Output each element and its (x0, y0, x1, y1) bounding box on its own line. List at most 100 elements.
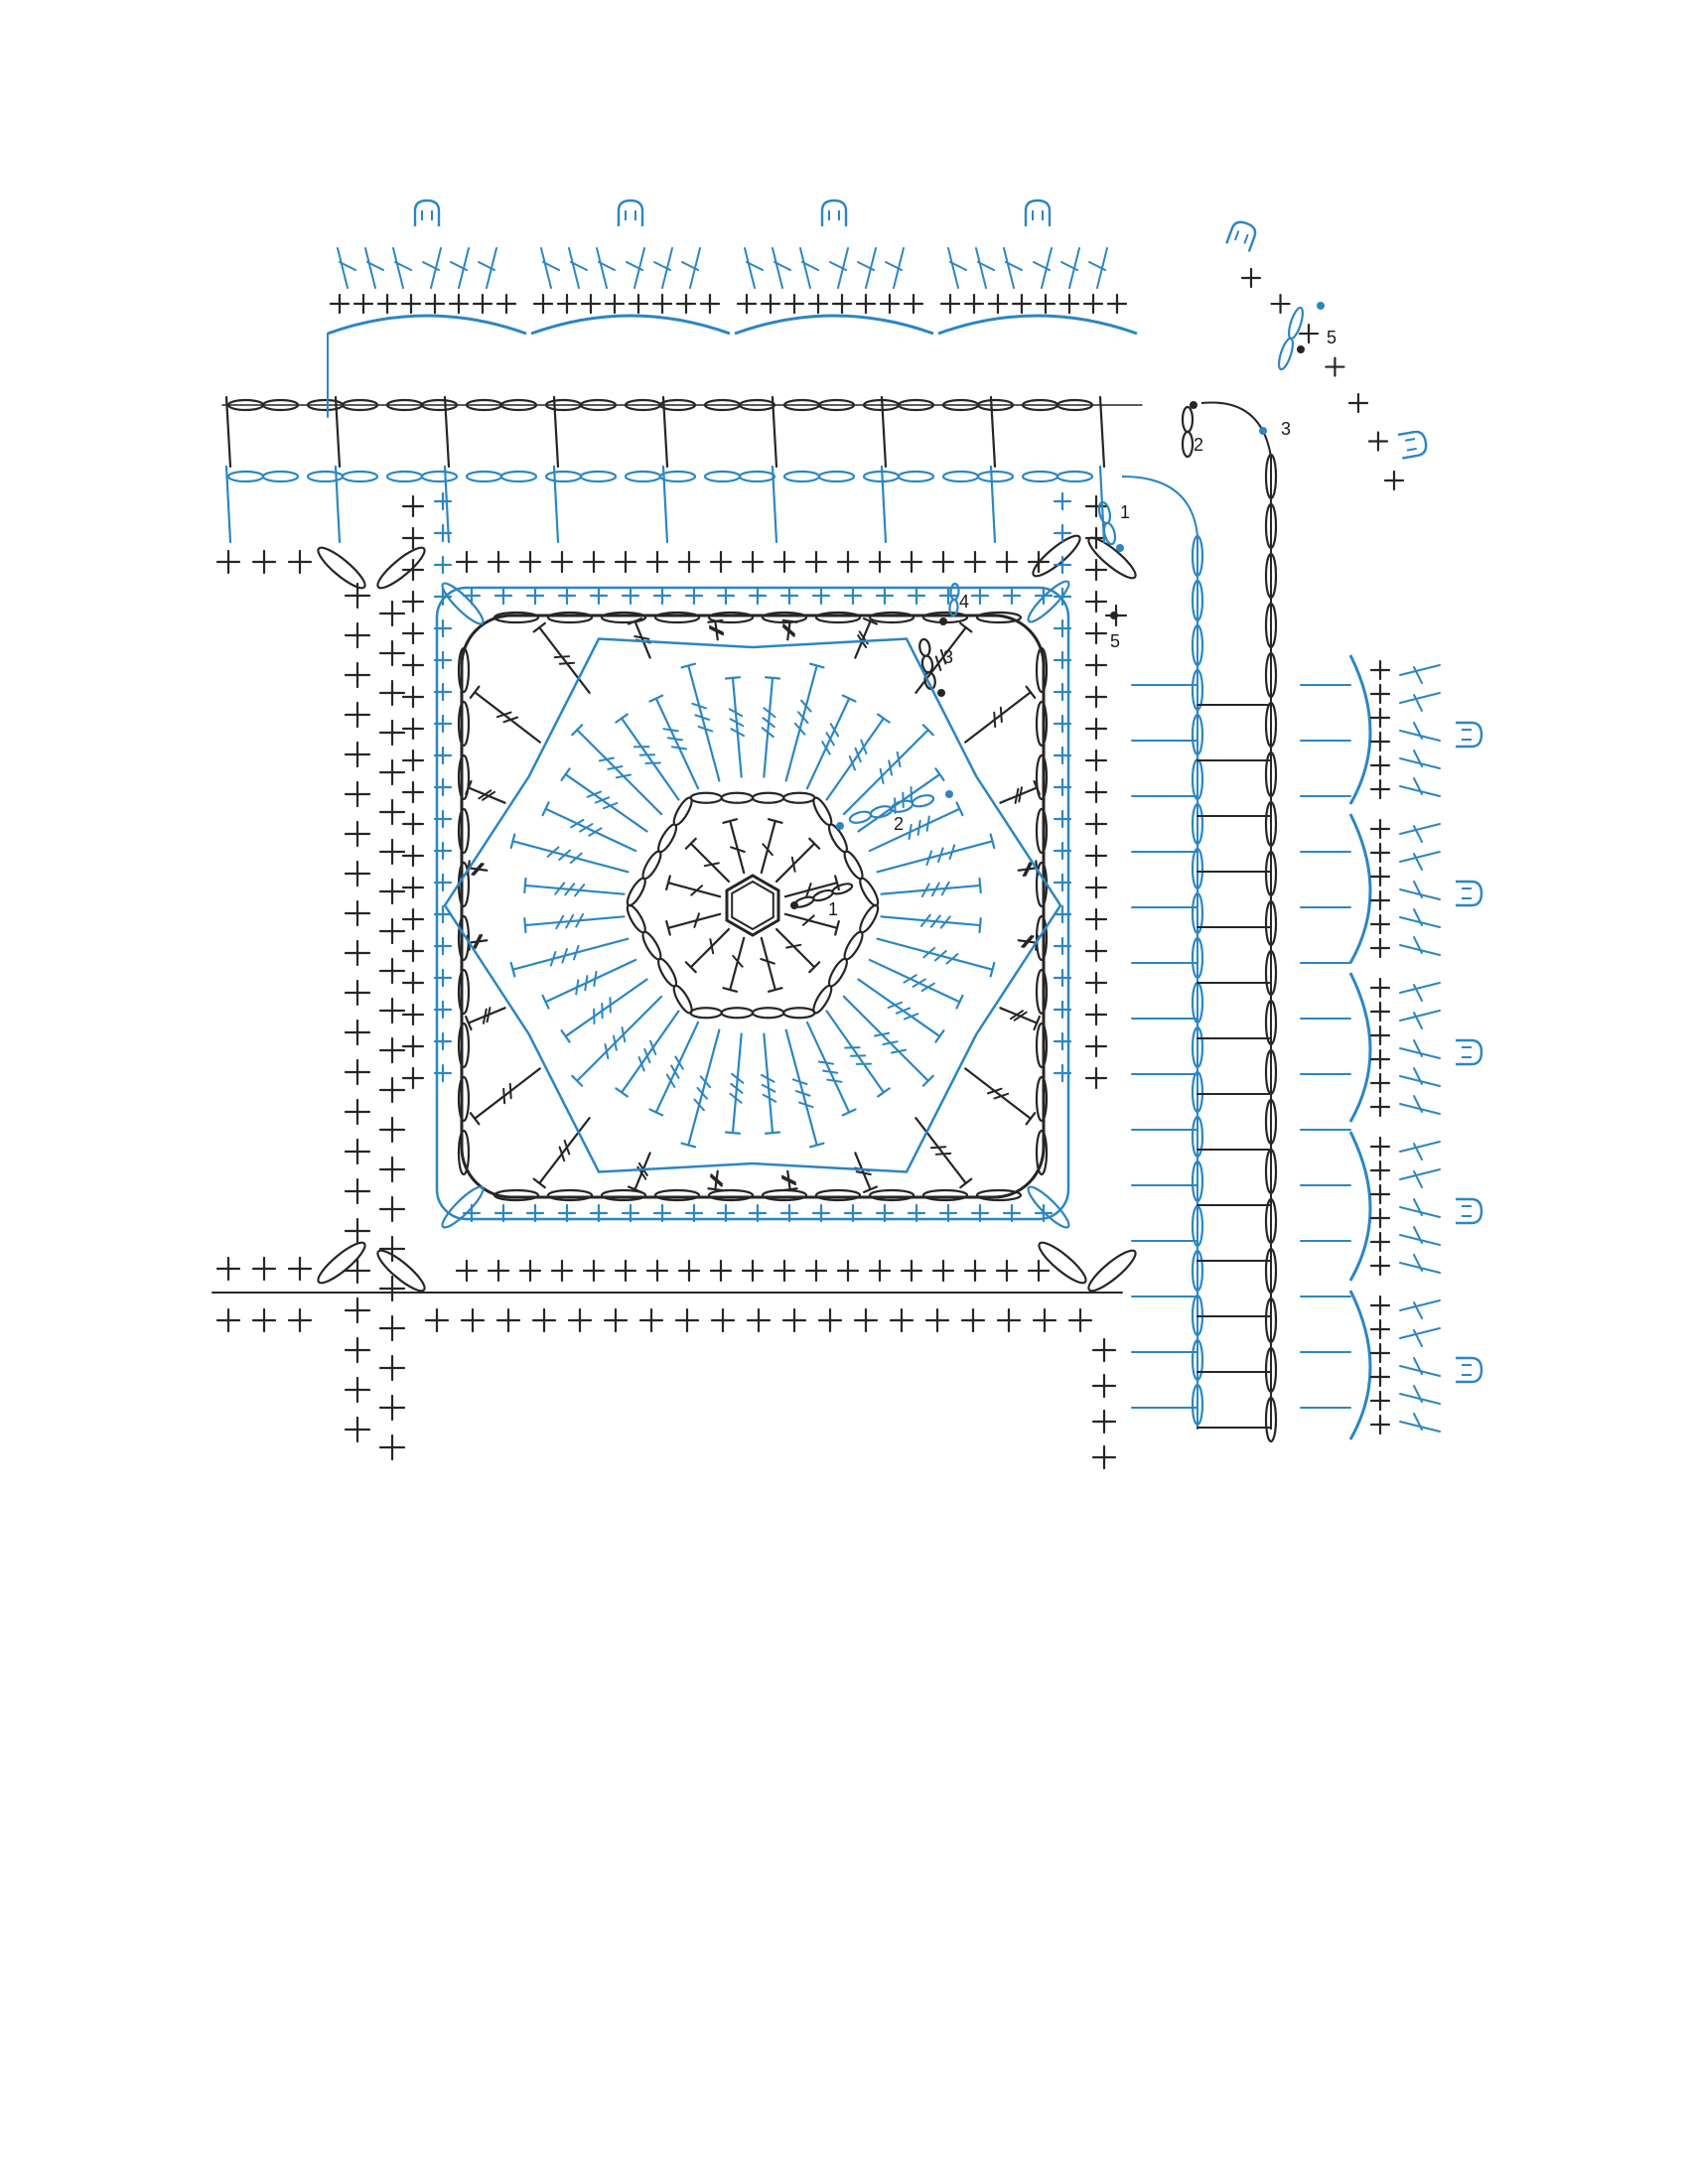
stitch-stem (774, 261, 791, 271)
stitch-slash (643, 1047, 651, 1064)
double-crochet-stem (689, 842, 731, 884)
chain-stitch (1277, 337, 1295, 371)
chain-stitch (1035, 753, 1049, 801)
stitch-top-bar (767, 987, 783, 993)
picot-loop (820, 199, 848, 226)
motif-blue-rounds (433, 491, 1072, 1229)
start-dot (1190, 401, 1197, 409)
stitch-slash (662, 728, 679, 733)
stitch-top-bar (560, 767, 571, 781)
stitch-slash (762, 1093, 777, 1103)
stitch-slash (708, 624, 724, 634)
stitch-stem (570, 261, 588, 271)
motif-dark-rounds (211, 494, 1137, 1470)
stitch-slash (709, 938, 715, 955)
stitch-slash (948, 844, 956, 860)
double-crochet-stem (999, 786, 1039, 804)
stitch-stem (1413, 853, 1423, 871)
chain-stitch (689, 791, 723, 804)
stitch-slash (903, 974, 917, 984)
stitch-slash (502, 1087, 506, 1105)
stitch-stem (949, 261, 967, 271)
chain-stitch (441, 582, 485, 625)
double-crochet-stem (689, 927, 731, 969)
stitch-top-bar (465, 1015, 473, 1031)
stitch-stem (1399, 823, 1441, 835)
stitch-top-bar (532, 1177, 546, 1189)
stitch-slash (1009, 1010, 1024, 1021)
stitch-slash (929, 914, 941, 928)
stitch-slash (934, 1152, 952, 1156)
start-dot (939, 617, 947, 625)
stitch-slash (588, 827, 603, 837)
chain-stitch (546, 1188, 594, 1202)
stitch-stem (224, 395, 232, 469)
stitch-slash (732, 954, 744, 968)
stitch-slash (598, 756, 615, 762)
double-crochet-stem (523, 884, 626, 895)
stitch-slash (920, 982, 935, 993)
stitch-slash (794, 1090, 811, 1097)
picot-loop (1456, 1038, 1483, 1066)
double-crochet-stem (868, 807, 961, 853)
double-crochet-stem (842, 729, 929, 816)
chain-stitch (457, 646, 471, 694)
stitch-top-bar (934, 1029, 945, 1043)
stitch-stem (1413, 1357, 1423, 1375)
stitch-slash (801, 914, 815, 926)
stitch-slash (575, 912, 585, 928)
stitch-top-bar (648, 694, 664, 703)
scallop-chain (1348, 1290, 1372, 1440)
stitch-slash (729, 1092, 743, 1104)
stitch-stem (337, 247, 349, 289)
stitch-top-bar (834, 919, 840, 936)
chain-stitch (499, 470, 538, 483)
stitch-slash (821, 741, 831, 755)
double-crochet-stem (760, 936, 776, 992)
chain-stitch (1264, 1396, 1278, 1443)
double-crochet-stem (784, 664, 818, 782)
picot (1397, 430, 1428, 460)
stitch-slash (763, 707, 776, 719)
chain-stitch (975, 1188, 1023, 1202)
stitch-top-bar (955, 801, 964, 817)
stitch-slash (780, 1174, 796, 1184)
stitch-stem (772, 247, 783, 289)
chain-stitch (1264, 751, 1278, 798)
chain-stitch (859, 903, 880, 934)
chain-stitch (1287, 306, 1305, 341)
stitch-slash (940, 881, 950, 896)
stitch-slash (919, 913, 931, 927)
chain-stitch (707, 611, 755, 624)
motif-round-label-3: 3 (943, 647, 953, 667)
double-crochet-stem (825, 1010, 886, 1094)
start-dot (1297, 345, 1305, 353)
stitch-stem (653, 261, 671, 271)
stitch-stem (1413, 1067, 1423, 1085)
chain-stitch (1035, 968, 1049, 1016)
chain-stitch (1264, 949, 1278, 997)
double-crochet-stem (868, 958, 961, 1004)
chain-stitch (1055, 470, 1094, 483)
stitch-stem (1399, 1327, 1441, 1339)
stitch-stem (989, 465, 997, 544)
stitch-top-bar (523, 877, 527, 894)
stitch-top-bar (978, 877, 982, 894)
border-round-label-5: 5 (1327, 328, 1336, 347)
square-frame (460, 614, 1046, 1199)
stitch-slash (937, 847, 944, 864)
stitch-slash (855, 1170, 872, 1176)
chain-stitch (385, 470, 424, 483)
stitch-top-bar (680, 662, 697, 669)
stitch-slash (555, 914, 565, 930)
double-crochet-stem (784, 1028, 818, 1147)
stitch-slash (621, 1026, 627, 1043)
stitch-slash (825, 732, 835, 747)
stitch-stem (880, 395, 888, 469)
stitch-slash (473, 863, 485, 877)
border-rounds (221, 302, 1351, 1443)
stitch-stem (443, 395, 451, 469)
chain-stitch (814, 611, 862, 624)
chain-stitch (817, 398, 856, 412)
double-crochet-stem (964, 691, 1032, 744)
